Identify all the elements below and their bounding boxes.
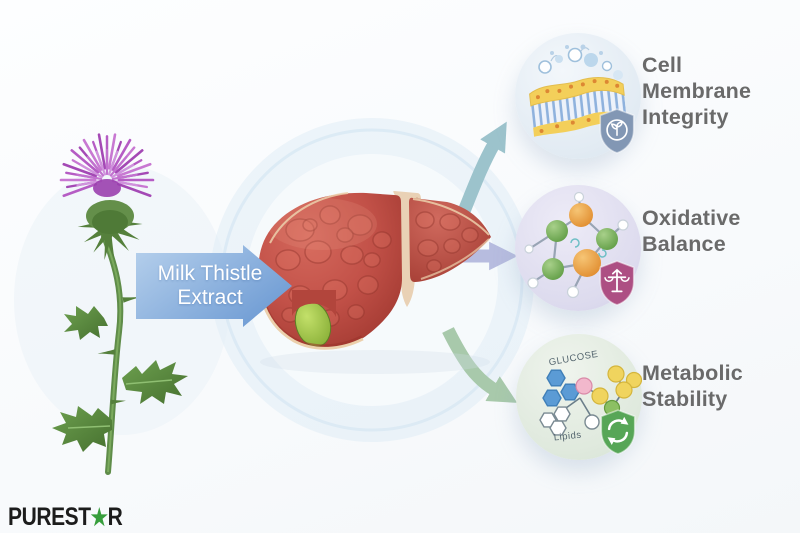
- purestar-logo: PUREST★R: [8, 503, 123, 532]
- membrane-bilayer: [529, 76, 628, 137]
- shield-balance-icon: [599, 260, 635, 306]
- molecule-icon: [524, 191, 629, 299]
- logo-text-post: R: [107, 503, 123, 531]
- benefit-arrow-metabolic: [442, 327, 518, 403]
- gallbladder: [292, 290, 336, 347]
- benefit-circle-cell-membrane: [515, 33, 641, 159]
- glucose-label: GLUCOSE: [548, 349, 599, 369]
- extract-arrow: Milk Thistle Extract: [133, 242, 295, 330]
- lipids-label: Lipids: [553, 430, 582, 444]
- shield-recycle-icon: [600, 409, 636, 455]
- logo-text-pre: PUREST: [8, 503, 91, 531]
- extract-arrow-label: Milk Thistle Extract: [133, 242, 295, 330]
- shield-protect-icon: [599, 108, 635, 154]
- benefit-label-metabolic: Metabolic Stability: [642, 361, 743, 412]
- extract-arrow-line1: Milk Thistle: [157, 262, 263, 286]
- glucose-lipids-icon: GLUCOSE Lipids: [539, 349, 642, 444]
- benefit-label-cell-membrane: Cell Membrane Integrity: [642, 53, 752, 130]
- liver-illustration: [258, 191, 491, 374]
- cell-membrane-icon: [529, 44, 628, 137]
- membrane-bubbles: [538, 44, 623, 80]
- thistle-flower: [59, 133, 155, 198]
- extract-arrow-shape: [136, 245, 292, 327]
- thistle-leaf: [64, 306, 108, 340]
- benefit-circle-oxidative: [515, 185, 641, 311]
- extract-arrow-line2: Extract: [177, 286, 243, 309]
- benefit-label-oxidative: Oxidative Balance: [642, 206, 741, 257]
- benefit-circle-metabolic: GLUCOSE Lipids: [516, 334, 642, 460]
- logo-star-icon: ★: [90, 504, 108, 530]
- thistle-leaf: [52, 406, 112, 452]
